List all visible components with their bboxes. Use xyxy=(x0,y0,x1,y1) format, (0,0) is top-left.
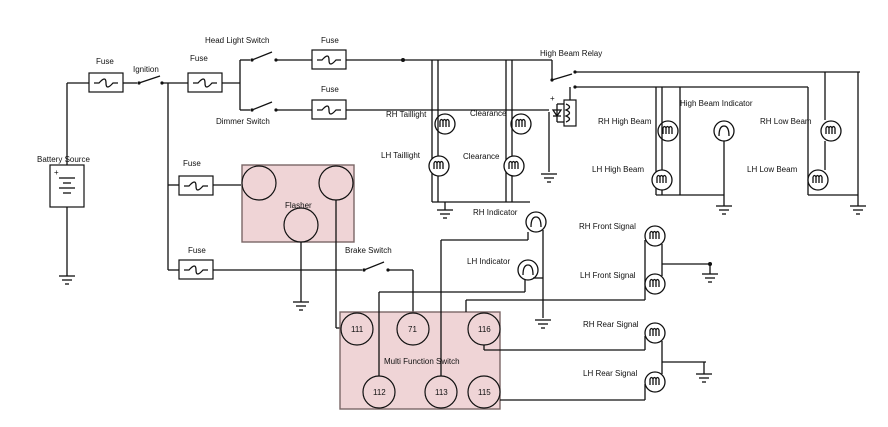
ignition-switch xyxy=(137,75,164,85)
flasher-unit xyxy=(241,164,355,243)
brake-switch xyxy=(362,261,390,272)
rh-taillight-lamp xyxy=(434,113,456,135)
fuse-main xyxy=(88,72,124,93)
lh-taillight-label: LH Taillight xyxy=(381,151,421,160)
dimmer-switch xyxy=(240,101,312,112)
lh-high-beam-label: LH High Beam xyxy=(592,165,644,174)
lh-taillight-lamp xyxy=(428,155,450,177)
terminal-116: 116 xyxy=(478,325,491,334)
ground-rear-signal-icon xyxy=(696,373,712,383)
ground-low-beam-icon xyxy=(850,205,866,215)
rh-front-signal-label: RH Front Signal xyxy=(579,222,636,231)
rh-low-beam-lamp xyxy=(820,120,842,142)
fuse-flasher xyxy=(178,175,214,196)
fuse-dimmer xyxy=(311,99,347,120)
clearance-top-label: Clearance xyxy=(470,109,507,118)
terminal-115: 115 xyxy=(478,388,491,397)
rh-rear-signal-label: RH Rear Signal xyxy=(583,320,639,329)
flasher-label: Flasher xyxy=(285,201,312,210)
multi-function-switch xyxy=(339,311,501,410)
lh-indicator-lamp xyxy=(517,259,539,281)
rh-taillight-label: RH Taillight xyxy=(386,110,427,119)
fuse-head-label: Fuse xyxy=(321,36,339,45)
ground-relay-icon xyxy=(541,173,557,183)
fuse-2-label: Fuse xyxy=(190,54,208,63)
rh-indicator-lamp xyxy=(525,211,547,233)
high-beam-indicator-lamp xyxy=(713,120,735,142)
rh-rear-signal-lamp xyxy=(644,322,666,344)
svg-text:+: + xyxy=(54,168,59,177)
multi-function-switch-label: Multi Function Switch xyxy=(384,357,460,366)
brake-switch-label: Brake Switch xyxy=(345,246,392,255)
head-light-switch xyxy=(240,51,312,62)
rh-high-beam-label: RH High Beam xyxy=(598,117,652,126)
lh-front-signal-lamp xyxy=(644,273,666,295)
ignition-label: Ignition xyxy=(133,65,159,74)
high-beam-relay-label: High Beam Relay xyxy=(540,49,602,58)
dimmer-switch-label: Dimmer Switch xyxy=(216,117,270,126)
svg-text:+: + xyxy=(550,94,555,103)
ground-flasher-icon xyxy=(293,301,309,311)
ground-battery-icon xyxy=(59,275,75,285)
lh-rear-signal-lamp xyxy=(644,371,666,393)
fuse-main-label: Fuse xyxy=(96,57,114,66)
ground-taillight-icon xyxy=(437,209,453,219)
terminal-112: 112 xyxy=(373,388,386,397)
fuse-head xyxy=(311,49,347,70)
fuse-brake xyxy=(178,259,214,280)
battery-source-label: Battery Source xyxy=(37,155,90,164)
clearance-bottom-label: Clearance xyxy=(463,152,500,161)
fuse-dimmer-label: Fuse xyxy=(321,85,339,94)
fuse-2 xyxy=(187,72,223,93)
lh-low-beam-lamp xyxy=(807,169,829,191)
rh-front-signal-lamp xyxy=(644,225,666,247)
ground-indicator-icon xyxy=(535,319,551,329)
clearance-top-lamp xyxy=(510,113,532,135)
lh-indicator-label: LH Indicator xyxy=(467,257,510,266)
lh-front-signal-label: LH Front Signal xyxy=(580,271,636,280)
lh-low-beam-label: LH Low Beam xyxy=(747,165,798,174)
fuse-flasher-label: Fuse xyxy=(183,159,201,168)
battery-source: + xyxy=(49,83,85,276)
high-beam-indicator-label: High Beam Indicator xyxy=(680,99,753,108)
terminal-113: 113 xyxy=(435,388,448,397)
rh-indicator-label: RH Indicator xyxy=(473,208,518,217)
rh-low-beam-label: RH Low Beam xyxy=(760,117,812,126)
rh-high-beam-lamp xyxy=(657,120,679,142)
head-light-switch-label: Head Light Switch xyxy=(205,36,269,45)
high-beam-relay: + xyxy=(548,70,860,172)
lh-rear-signal-label: LH Rear Signal xyxy=(583,369,637,378)
fuse-brake-label: Fuse xyxy=(188,246,206,255)
terminal-111: 111 xyxy=(351,325,364,334)
ground-high-beam-icon xyxy=(716,205,732,215)
terminal-71: 71 xyxy=(408,325,417,334)
clearance-bottom-lamp xyxy=(503,155,525,177)
lh-high-beam-lamp xyxy=(651,169,673,191)
ground-front-signal-icon xyxy=(702,273,718,283)
